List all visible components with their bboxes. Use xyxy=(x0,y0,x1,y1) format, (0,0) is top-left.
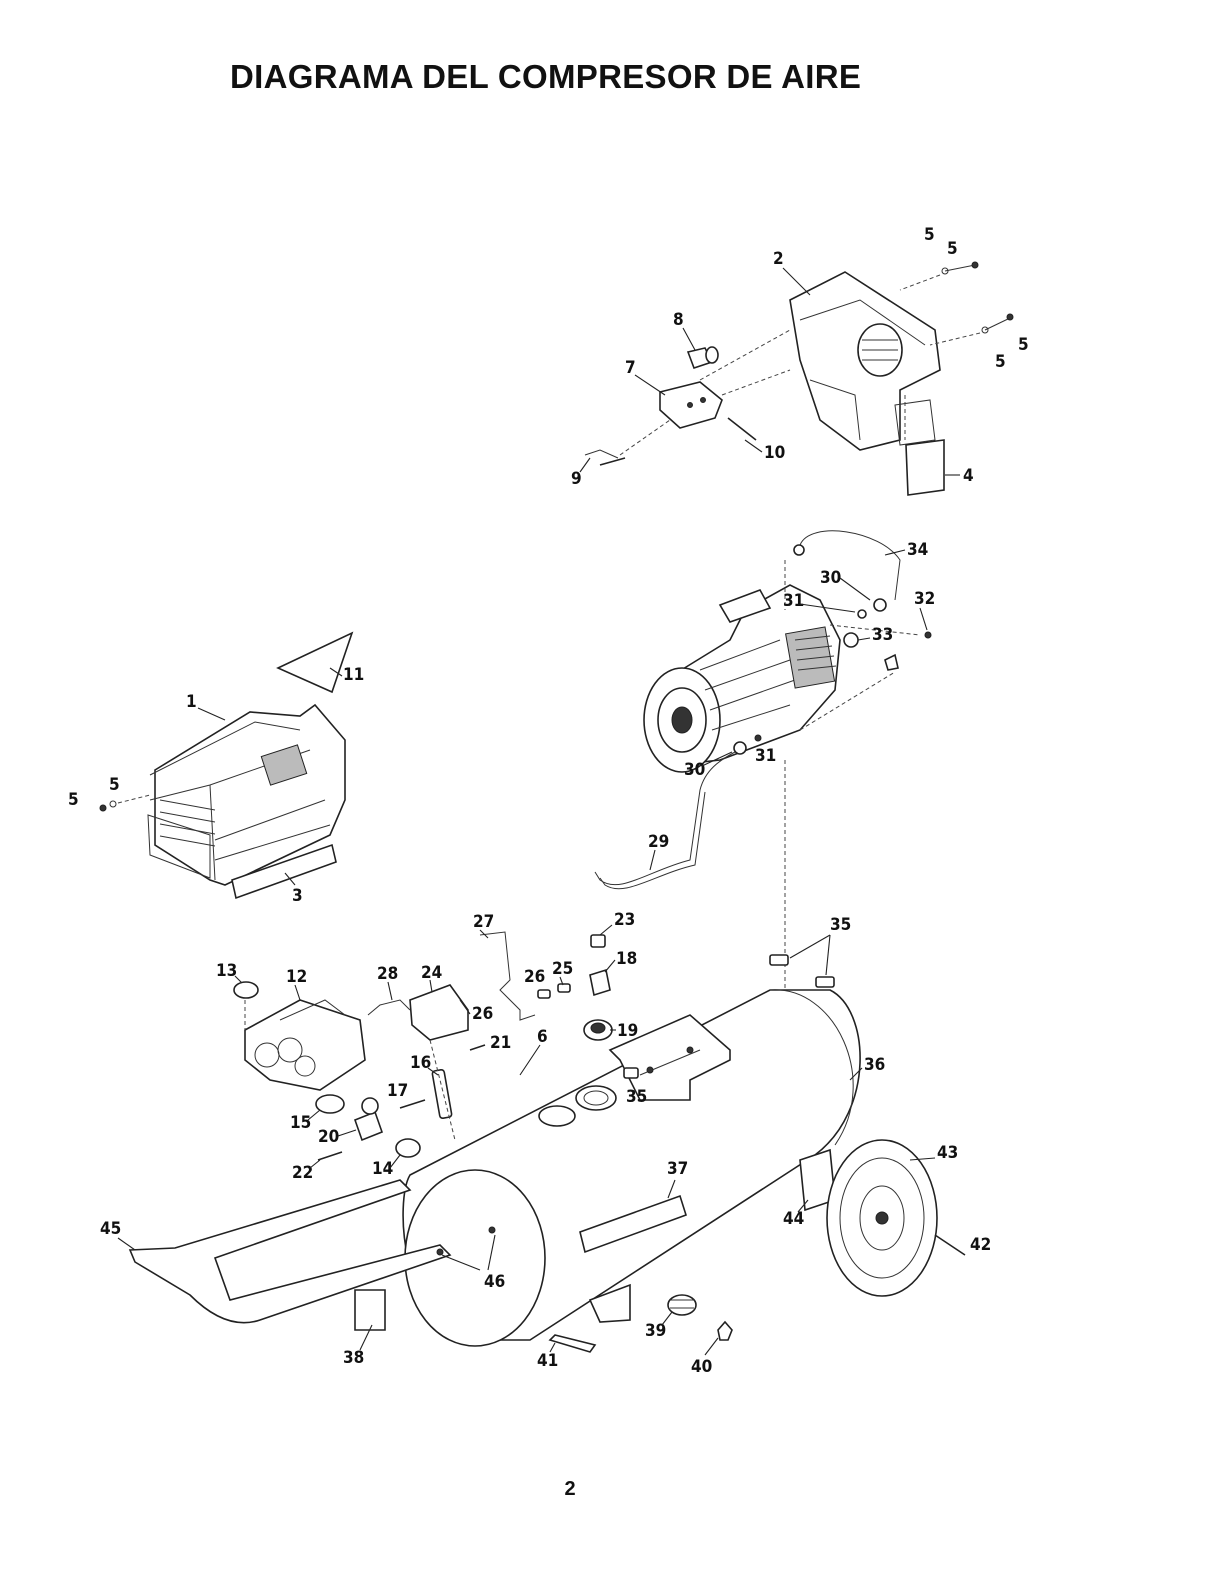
callout-13: 13 xyxy=(216,961,237,981)
pressure-switch-assembly xyxy=(233,981,486,1161)
callout-26b: 26 xyxy=(472,1004,493,1024)
callout-4: 4 xyxy=(963,466,974,486)
callout-34: 34 xyxy=(907,540,928,560)
callout-14: 14 xyxy=(372,1159,393,1179)
callout-33: 33 xyxy=(872,625,893,645)
callout-2: 2 xyxy=(773,249,784,269)
callout-37: 37 xyxy=(667,1159,688,1179)
callout-38: 38 xyxy=(343,1348,364,1368)
callout-3: 3 xyxy=(292,886,303,906)
callout-35b: 35 xyxy=(626,1087,647,1107)
air-tank xyxy=(128,931,966,1353)
callout-24: 24 xyxy=(421,963,442,983)
page-number: 2 xyxy=(564,1478,576,1500)
callout-5f: 5 xyxy=(68,790,79,810)
callout-32: 32 xyxy=(914,589,935,609)
callout-10: 10 xyxy=(764,443,785,463)
callout-labels: 1 2 3 4 5 5 5 5 5 5 6 7 8 9 10 11 12 13 … xyxy=(68,225,1029,1377)
callout-20: 20 xyxy=(318,1127,339,1147)
callout-21: 21 xyxy=(490,1033,511,1053)
callout-16: 16 xyxy=(410,1053,431,1073)
callout-40: 40 xyxy=(691,1357,712,1377)
motor-shroud-assembly xyxy=(584,261,1014,496)
front-shroud-assembly xyxy=(99,631,354,900)
callout-23: 23 xyxy=(614,910,635,930)
callout-7: 7 xyxy=(625,358,636,378)
callout-30b: 30 xyxy=(684,760,705,780)
callout-25: 25 xyxy=(552,959,573,979)
callout-41: 41 xyxy=(537,1351,558,1371)
callout-39: 39 xyxy=(645,1321,666,1341)
callout-26a: 26 xyxy=(524,967,545,987)
callout-31b: 31 xyxy=(755,746,776,766)
callout-9: 9 xyxy=(571,469,582,489)
callout-30a: 30 xyxy=(820,568,841,588)
callout-17: 17 xyxy=(387,1081,408,1101)
callout-5b: 5 xyxy=(947,239,958,259)
callout-19: 19 xyxy=(617,1021,638,1041)
callout-5a: 5 xyxy=(924,225,935,245)
callout-22: 22 xyxy=(292,1163,313,1183)
callout-28: 28 xyxy=(377,964,398,984)
callout-11: 11 xyxy=(343,665,364,685)
callout-1: 1 xyxy=(186,692,197,712)
callout-5c: 5 xyxy=(1018,335,1029,355)
callout-36: 36 xyxy=(864,1055,885,1075)
pump-motor-assembly xyxy=(594,530,932,1020)
callout-5d: 5 xyxy=(995,352,1006,372)
callout-29: 29 xyxy=(648,832,669,852)
callout-6: 6 xyxy=(537,1027,548,1047)
callout-43: 43 xyxy=(937,1143,958,1163)
callout-27: 27 xyxy=(473,912,494,932)
callout-8: 8 xyxy=(673,310,684,330)
callout-42: 42 xyxy=(970,1235,991,1255)
callout-12: 12 xyxy=(286,967,307,987)
callout-5e: 5 xyxy=(109,775,120,795)
callout-31a: 31 xyxy=(783,591,804,611)
diagram-title: DIAGRAMA DEL COMPRESOR DE AIRE xyxy=(230,58,862,95)
callout-35a: 35 xyxy=(830,915,851,935)
callout-15: 15 xyxy=(290,1113,311,1133)
callout-18: 18 xyxy=(616,949,637,969)
callout-46: 46 xyxy=(484,1272,505,1292)
callout-45: 45 xyxy=(100,1219,121,1239)
callout-44: 44 xyxy=(783,1209,804,1229)
